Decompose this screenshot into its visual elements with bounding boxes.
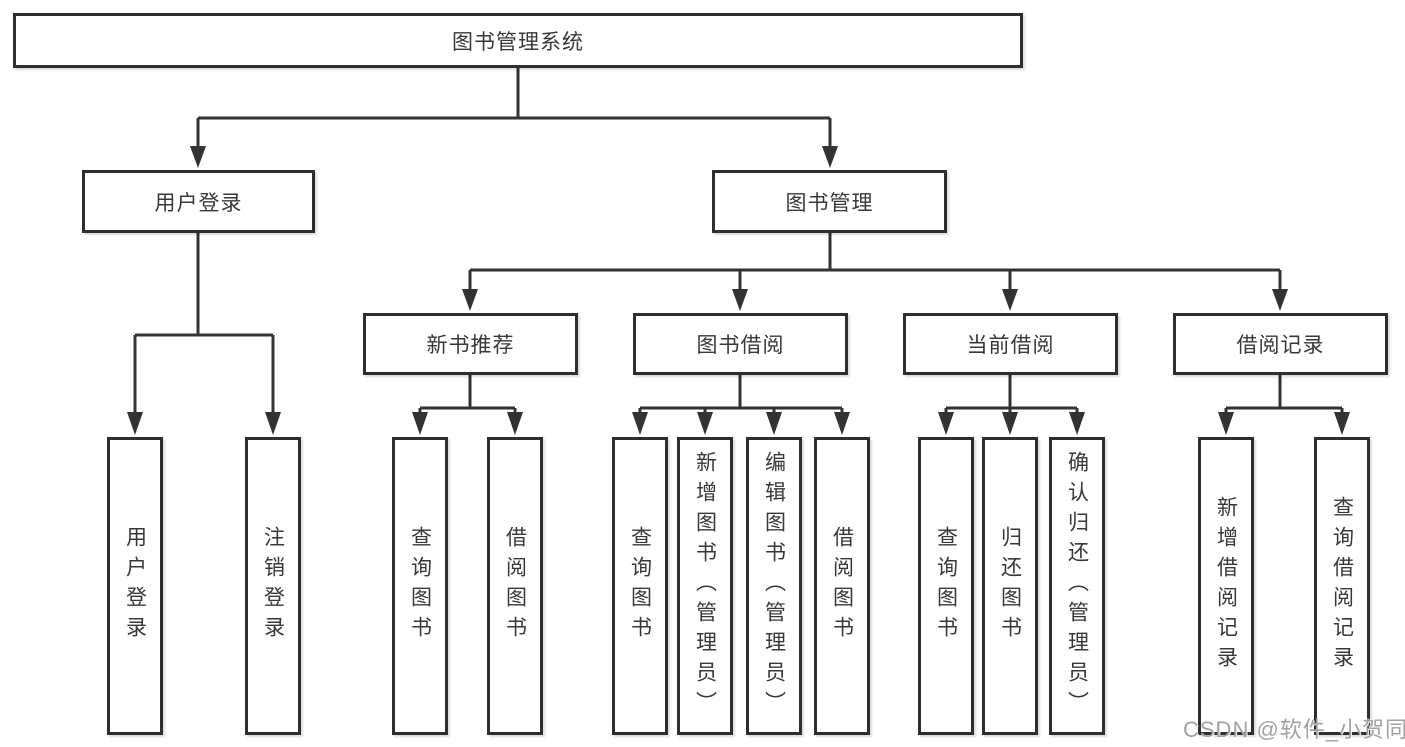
leaf-add-book-admin: 新增图书（管理员）: [677, 437, 733, 735]
node-label: 注销登录: [261, 526, 285, 646]
node-book-borrow: 图书借阅: [633, 313, 848, 375]
node-label: 图书借阅: [696, 334, 785, 357]
node-label: 查询借阅记录: [1330, 496, 1354, 676]
node-label: 借阅图书: [830, 526, 854, 646]
node-borrow-records: 借阅记录: [1173, 313, 1388, 375]
leaf-edit-book-admin: 编辑图书（管理员）: [746, 437, 802, 735]
node-label: 用户登录: [154, 191, 243, 215]
connector-new-book-split: [412, 375, 523, 435]
node-current-borrow: 当前借阅: [903, 313, 1118, 375]
connector-user-login-split: [127, 233, 281, 435]
leaf-logout: 注销登录: [245, 437, 301, 735]
node-label: 新增借阅记录: [1214, 496, 1238, 676]
leaf-borrow-books: 借阅图书: [814, 437, 870, 735]
node-library-management-system: 图书管理系统: [13, 13, 1023, 68]
node-label: 确认归还（管理员）: [1065, 451, 1089, 721]
leaf-user-login: 用户登录: [107, 437, 163, 735]
node-label: 查询图书: [628, 526, 652, 646]
node-new-book-recommend: 新书推荐: [363, 313, 578, 375]
connector-root-split: [190, 68, 838, 168]
leaf-query-books-borrow: 查询图书: [612, 437, 668, 735]
node-label: 图书管理系统: [452, 30, 584, 54]
connector-book-management-split: [462, 233, 1288, 311]
node-label: 归还图书: [998, 526, 1022, 646]
leaf-query-borrow-record: 查询借阅记录: [1314, 437, 1370, 735]
leaf-query-books-recommend: 查询图书: [392, 437, 448, 735]
connector-borrow-record-split: [1218, 375, 1350, 435]
node-label: 查询图书: [408, 526, 432, 646]
node-label: 借阅记录: [1236, 334, 1325, 357]
node-label: 图书管理: [785, 191, 874, 215]
leaf-return-book: 归还图书: [982, 437, 1038, 735]
node-label: 新书推荐: [426, 334, 515, 357]
node-book-management: 图书管理: [712, 170, 947, 233]
node-label: 编辑图书（管理员）: [762, 451, 786, 721]
connector-book-borrow-split: [632, 375, 850, 435]
leaf-add-borrow-record: 新增借阅记录: [1198, 437, 1254, 735]
node-label: 查询图书: [934, 526, 958, 646]
node-label: 新增图书（管理员）: [693, 451, 717, 721]
node-user-login: 用户登录: [82, 170, 315, 233]
node-label: 当前借阅: [966, 334, 1055, 357]
connector-current-borrow-split: [938, 375, 1085, 435]
csdn-watermark: CSDN @软件_小贺同学: [1183, 717, 1405, 742]
leaf-query-books-current: 查询图书: [918, 437, 974, 735]
leaf-confirm-return-admin: 确认归还（管理员）: [1049, 437, 1105, 735]
leaf-borrow-books-recommend: 借阅图书: [487, 437, 543, 735]
node-label: 用户登录: [123, 526, 147, 646]
node-label: 借阅图书: [503, 526, 527, 646]
